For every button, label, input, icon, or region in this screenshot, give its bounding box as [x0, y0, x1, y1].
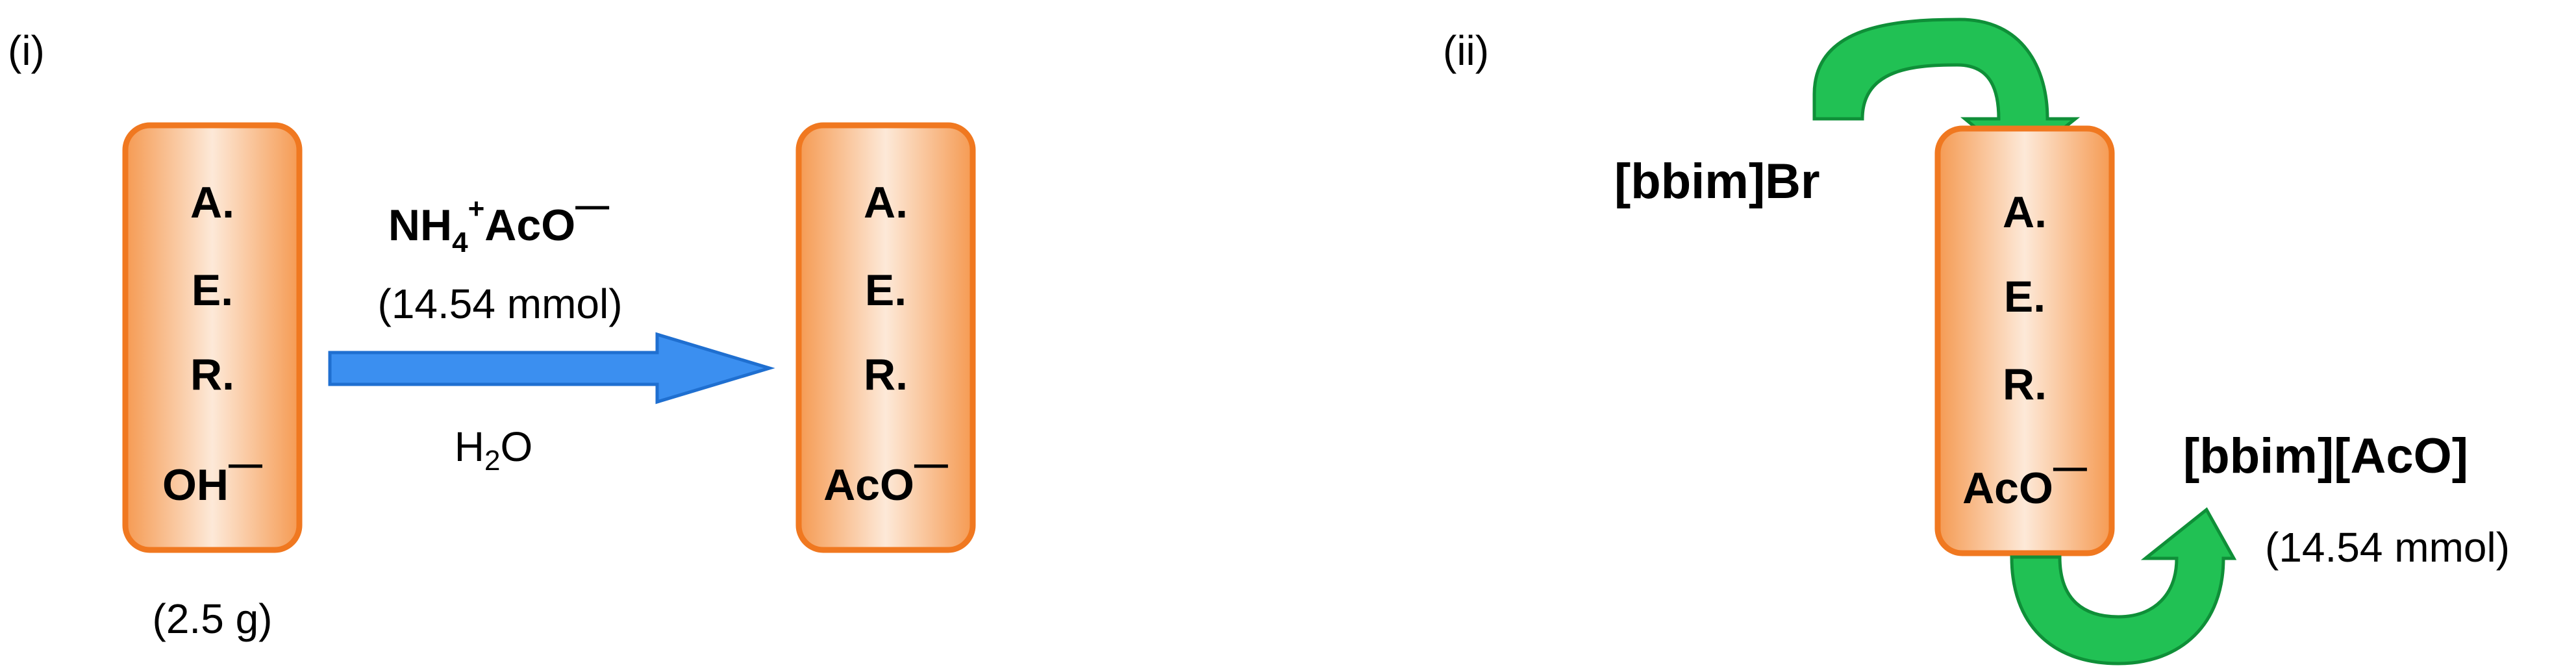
reagent-amount: (14.54 mmol): [378, 280, 623, 327]
green-output-arrow: [2010, 507, 2237, 666]
column-after-line-1: A.: [864, 178, 908, 227]
column-before-ion-charge: —: [229, 445, 262, 483]
resin-column-after: A. E. R. AcO—: [795, 122, 976, 553]
column-before-line-3: R.: [190, 350, 234, 399]
resin-column-ii: A. E. R. AcO—: [1934, 125, 2115, 556]
resin-amount: (2.5 g): [153, 595, 273, 642]
column-after-line-2: E.: [865, 266, 907, 315]
panel-i-label: (i): [8, 27, 45, 74]
column-ii-line-2: E.: [2004, 272, 2045, 321]
column-before-ion: OH—: [162, 445, 262, 510]
column-ii-line-1: A.: [2003, 188, 2047, 237]
panel-ii-label: (ii): [1443, 27, 1489, 74]
column-after-ion: AcO—: [823, 445, 948, 510]
column-after-ion-charge: —: [914, 445, 948, 483]
column-before-line-2: E.: [192, 266, 233, 315]
column-ii-line-3: R.: [2003, 360, 2047, 409]
solvent-label: H2O: [455, 423, 532, 477]
column-after-line-3: R.: [864, 350, 908, 399]
column-before-line-1: A.: [190, 178, 234, 227]
input-label: [bbim]Br: [1614, 154, 1820, 209]
product-label: [bbim][AcO]: [2183, 429, 2468, 484]
blue-reaction-arrow: [328, 332, 775, 404]
product-amount: (14.54 mmol): [2265, 524, 2510, 571]
column-ii-ion-charge: —: [2053, 449, 2087, 486]
resin-column-before: A. E. R. OH—: [122, 122, 303, 553]
reagent-formula: NH4+AcO—: [388, 187, 609, 258]
column-ii-ion: AcO—: [1962, 449, 2087, 513]
